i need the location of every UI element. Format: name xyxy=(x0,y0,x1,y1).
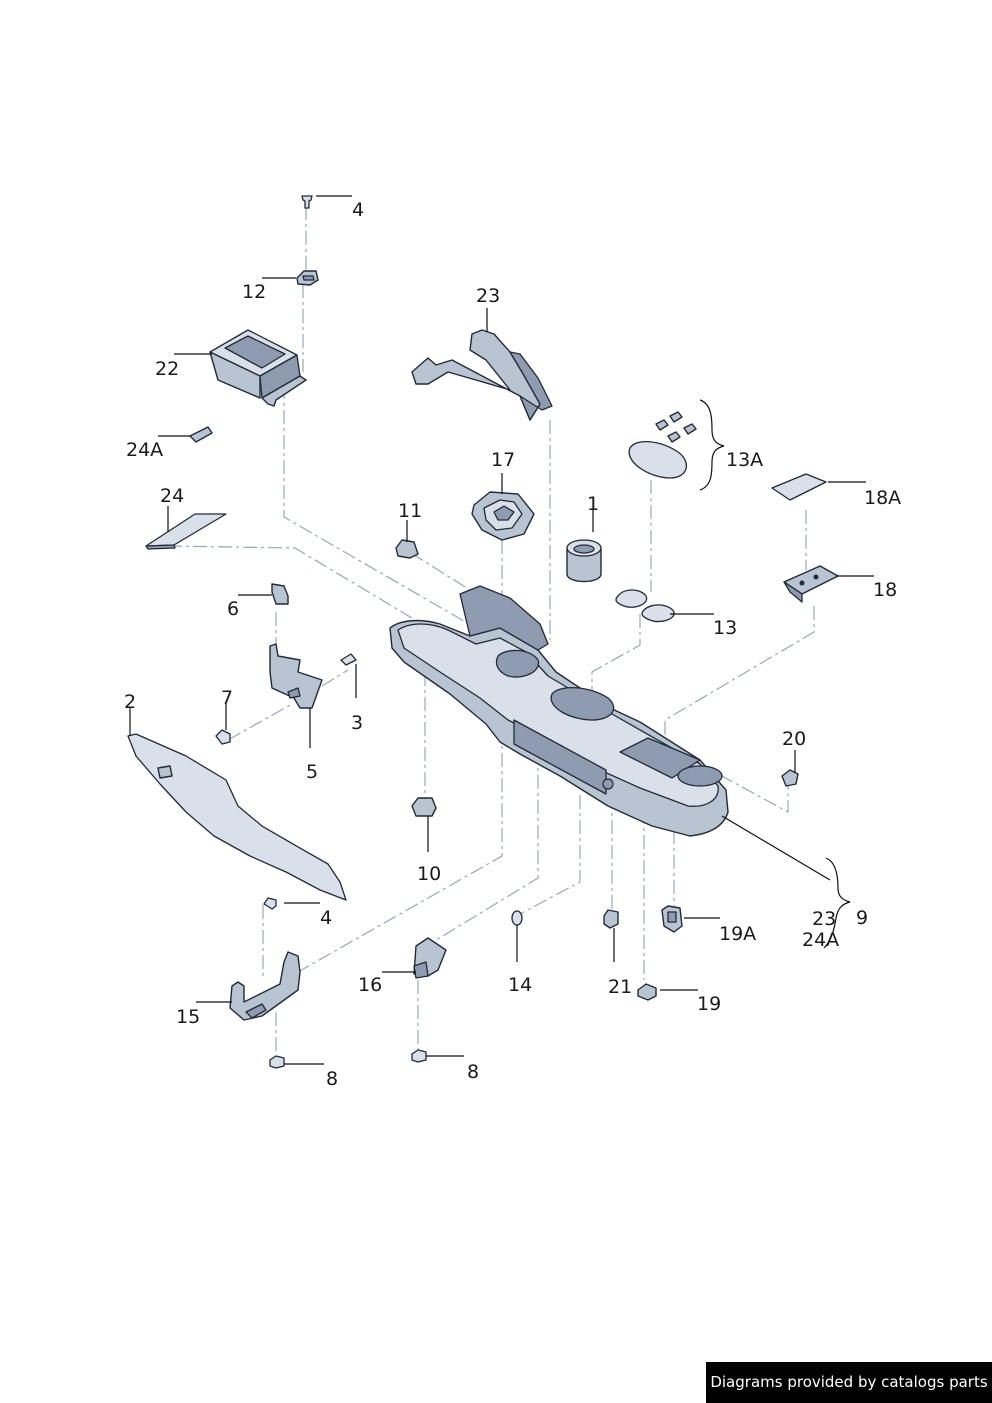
part-24a-clip xyxy=(189,426,213,443)
leader-lines xyxy=(129,195,874,1065)
callout-22: 22 xyxy=(155,358,179,380)
callout-18: 18 xyxy=(873,579,897,601)
part-19-clip xyxy=(637,983,657,1001)
part-22-storage-tray xyxy=(209,329,307,407)
callout-labels: 4 12 22 24A 24 23 17 11 1 13A 18A 18 13 … xyxy=(124,199,901,1090)
part-13a-pads xyxy=(628,411,697,479)
callout-9: 9 xyxy=(856,907,868,929)
part-19a-clip xyxy=(661,905,683,933)
callout-4-lower: 4 xyxy=(320,907,332,929)
part-4-screw-lower xyxy=(263,897,277,910)
callout-10: 10 xyxy=(417,863,441,885)
part-7-nut xyxy=(215,729,231,745)
part-18-bracket xyxy=(783,565,839,603)
part-9-center-console xyxy=(389,585,729,837)
part-14-grommet xyxy=(511,910,523,926)
part-23-gear-surround xyxy=(411,329,553,421)
callout-4-top: 4 xyxy=(352,199,364,221)
credit-banner: Diagrams provided by catalogs parts xyxy=(706,1362,992,1403)
callout-7: 7 xyxy=(221,687,233,709)
callout-23-bottom: 23 xyxy=(812,908,836,930)
callout-1: 1 xyxy=(587,493,599,515)
part-8-nut-left xyxy=(269,1055,285,1069)
part-11-clip xyxy=(395,539,419,559)
callout-18a: 18A xyxy=(864,487,901,509)
part-18a-mat xyxy=(771,473,827,501)
part-21-clip xyxy=(603,909,619,929)
part-12-clip xyxy=(296,270,319,286)
part-1-cup-holder-insert xyxy=(566,539,602,583)
callout-13: 13 xyxy=(713,617,737,639)
part-8-nut-right xyxy=(411,1049,427,1063)
part-2-side-panel xyxy=(127,733,347,901)
callout-24a-bottom: 24A xyxy=(802,929,839,951)
callout-21: 21 xyxy=(608,976,632,998)
callout-19: 19 xyxy=(697,993,721,1015)
part-16-bracket xyxy=(413,937,447,979)
part-5-bracket xyxy=(269,643,323,709)
part-10-clip xyxy=(411,797,437,817)
callout-12: 12 xyxy=(242,281,266,303)
part-4-screw-top xyxy=(301,195,313,209)
callout-5: 5 xyxy=(306,761,318,783)
callout-16: 16 xyxy=(358,974,382,996)
part-15-bracket xyxy=(229,951,301,1021)
callout-23-top: 23 xyxy=(476,285,500,307)
callout-13a: 13A xyxy=(726,449,763,471)
part-20-clip xyxy=(781,769,799,787)
callout-20: 20 xyxy=(782,728,806,750)
part-13-mesh-pads xyxy=(615,589,675,623)
callout-6: 6 xyxy=(227,598,239,620)
callout-8-right: 8 xyxy=(467,1061,479,1083)
part-24-trim-strip xyxy=(145,513,227,550)
callout-19a: 19A xyxy=(719,923,756,945)
callout-24: 24 xyxy=(160,485,184,507)
callout-2: 2 xyxy=(124,691,136,713)
callout-17: 17 xyxy=(491,449,515,471)
callout-11: 11 xyxy=(398,500,422,522)
part-6-clip xyxy=(271,583,289,605)
part-17-shift-boot xyxy=(471,491,535,541)
part-3-screw xyxy=(340,653,357,666)
assembly-lines xyxy=(167,206,815,1055)
callout-8-left: 8 xyxy=(326,1068,338,1090)
callout-3: 3 xyxy=(351,712,363,734)
callout-15: 15 xyxy=(176,1006,200,1028)
callout-14: 14 xyxy=(508,974,532,996)
callout-24a-left: 24A xyxy=(126,439,163,461)
